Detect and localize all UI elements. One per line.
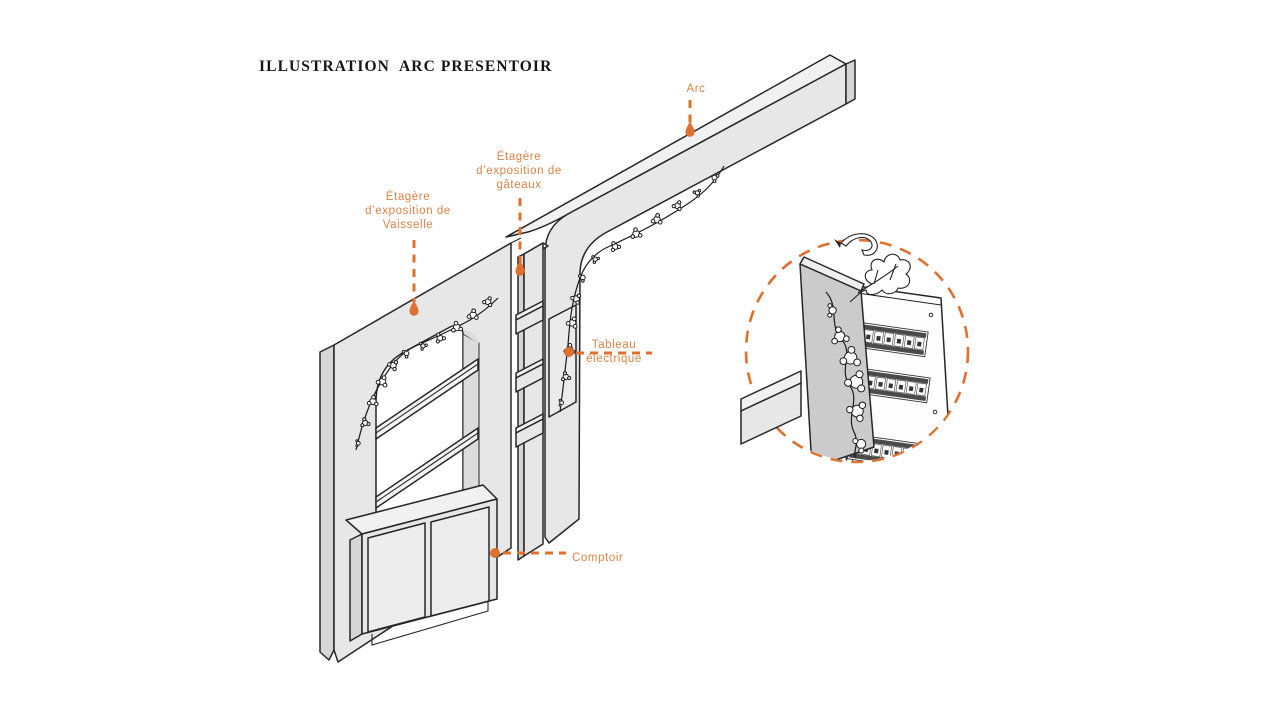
counter-door-right	[430, 506, 490, 617]
leaf-icon	[857, 253, 911, 296]
gateaux-pin	[515, 260, 525, 276]
leaf-veins	[861, 263, 899, 291]
cake-shelf-3	[515, 413, 544, 448]
niche-shelf-1	[375, 358, 479, 440]
vineA-flowers	[355, 296, 493, 448]
cake-shelf-1	[515, 300, 544, 335]
column-side-face	[517, 253, 525, 561]
label-gateaux-1: Étagère	[497, 150, 541, 163]
label-tableau-2: électrique	[586, 353, 642, 365]
stem-tip	[834, 239, 841, 248]
column-front-face	[523, 242, 544, 557]
vineC-flowers	[827, 303, 867, 454]
arc-end-cap	[845, 59, 856, 105]
arc-top-face	[505, 54, 847, 238]
counter-door-left	[367, 522, 426, 633]
label-vaisselle-2: d’exposition de	[365, 205, 451, 217]
counter-plinth	[371, 602, 489, 646]
inset-decorated-door	[799, 256, 875, 461]
counter-side-face	[349, 533, 363, 642]
comptoir-dot	[490, 548, 500, 558]
leaf-decoration	[834, 233, 911, 303]
slab-side-face	[319, 344, 335, 661]
label-gateaux-3: gâteaux	[496, 179, 541, 191]
arc-pin	[685, 121, 695, 137]
label-vaisselle-3: Vaisselle	[383, 219, 434, 231]
leaf-stem	[849, 292, 861, 303]
detail-inset	[740, 233, 970, 464]
callout-labels: Arc Étagère d’exposition de gâteaux Étag…	[365, 83, 705, 564]
niche-arch-shade	[452, 324, 479, 344]
vineB-flowers	[558, 174, 720, 407]
cake-shelf-2	[515, 358, 544, 393]
callout-leaders	[409, 100, 695, 558]
page-title: ILLUSTRATION ARC PRESENTOIR	[259, 58, 553, 75]
panel-screw	[928, 312, 934, 318]
label-comptoir: Comptoir	[572, 552, 623, 564]
swirl-stem	[840, 233, 878, 256]
slab-back-edge	[510, 237, 522, 244]
label-arc: Arc	[686, 83, 705, 95]
panel-screw	[932, 409, 938, 415]
label-vaisselle-1: Étagère	[386, 190, 430, 203]
arc-front-face	[544, 63, 847, 544]
label-gateaux-2: d’exposition de	[476, 165, 562, 177]
niche-shelf-2	[375, 427, 479, 509]
arc-structure	[505, 54, 856, 544]
inset-shelf-wedge	[740, 370, 802, 445]
cake-display-column	[515, 242, 549, 561]
label-tableau-1: Tableau	[592, 339, 636, 351]
vaisselle-pin	[409, 300, 419, 316]
counter-cabinet	[345, 484, 498, 646]
tableau-dot	[564, 347, 574, 357]
